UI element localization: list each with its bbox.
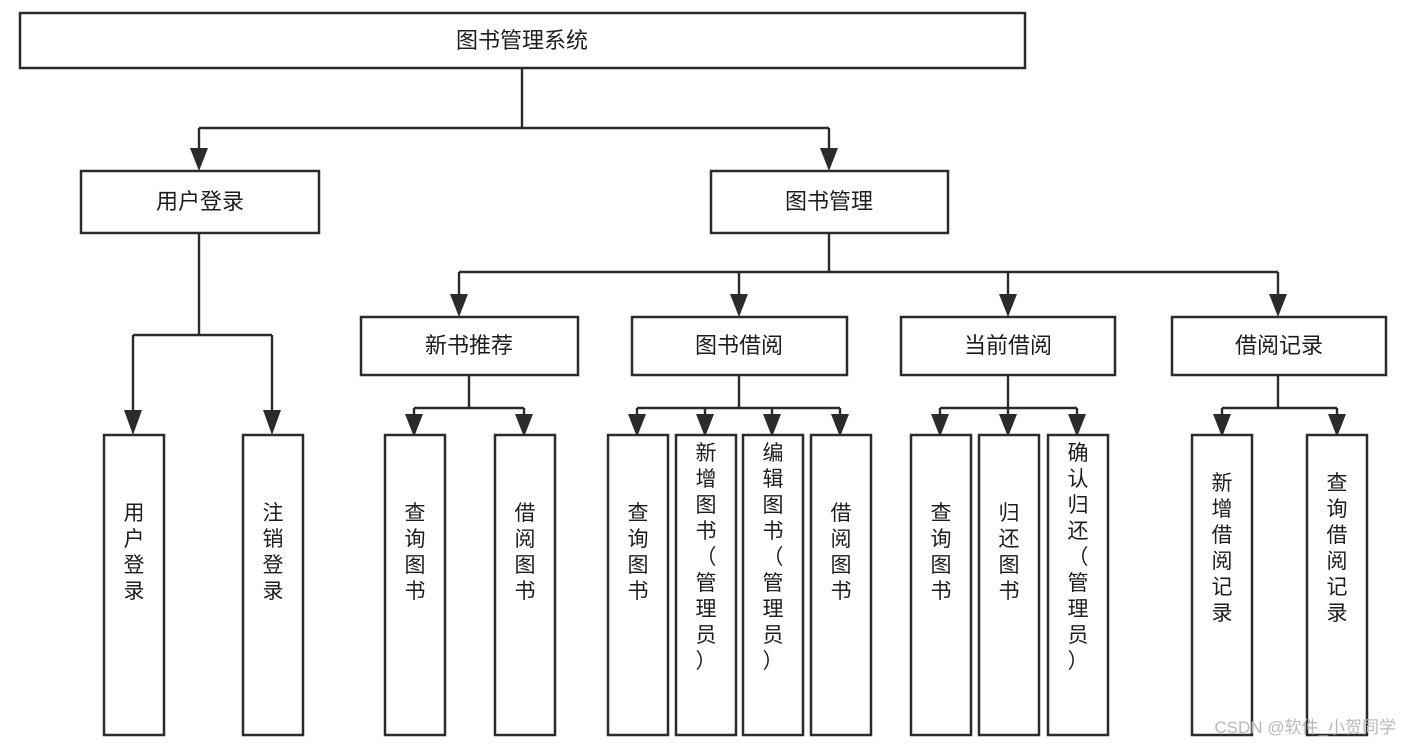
arrow-icon-br-c4 [831, 414, 849, 437]
node-records-label: 借阅记录 [1235, 333, 1323, 358]
node-leaf-return-book[interactable]: 归还图书 [977, 433, 1041, 737]
node-current-box[interactable] [899, 315, 1117, 377]
arrow-icon-rc-c2 [1328, 414, 1346, 437]
node-records[interactable]: 借阅记录 [1170, 315, 1388, 377]
node-newbook-box[interactable] [359, 315, 580, 377]
node-leaf-user-logout-label: 注销登录 [263, 502, 284, 603]
node-leaf-add-record-box[interactable] [1190, 433, 1254, 737]
arrow-icon-cu-c1 [931, 414, 949, 437]
node-leaf-borrow-book-2-box[interactable] [809, 433, 873, 737]
node-leaf-confirm-return[interactable]: 确认归还（管理员） [1046, 433, 1110, 737]
node-leaf-return-book-box[interactable] [977, 433, 1041, 737]
node-leaf-user-login-label: 用户登录 [124, 502, 145, 603]
node-leaf-query-book-3-box[interactable] [909, 433, 973, 737]
node-leaf-user-login-box[interactable] [102, 433, 166, 737]
arrow-icon-bm-c2 [730, 294, 748, 317]
node-current-label: 当前借阅 [964, 333, 1052, 358]
node-leaf-query-book-2-label: 查询图书 [628, 502, 649, 603]
arrow-icon-cu-c3 [1068, 414, 1086, 437]
node-leaf-borrow-book-1[interactable]: 借阅图书 [493, 433, 557, 737]
node-leaf-return-book-label: 归还图书 [999, 502, 1020, 603]
node-current[interactable]: 当前借阅 [899, 315, 1117, 377]
node-leaf-edit-book[interactable]: 编辑图书（管理员） [741, 433, 805, 737]
node-leaf-borrow-book-2[interactable]: 借阅图书 [809, 433, 873, 737]
node-leaf-query-book-2-box[interactable] [606, 433, 670, 737]
node-leaf-add-book-box[interactable] [674, 433, 738, 737]
node-leaf-confirm-return-label: 确认归还（管理员） [1068, 442, 1089, 673]
node-leaf-query-book-1[interactable]: 查询图书 [383, 433, 447, 737]
arrow-icon-br-c2 [696, 414, 714, 437]
arrow-icon-br-c3 [763, 414, 781, 437]
node-bookmgmt[interactable]: 图书管理 [709, 169, 950, 235]
node-leaf-borrow-book-1-box[interactable] [493, 433, 557, 737]
arrow-icon-login-c2 [263, 410, 281, 435]
node-leaf-user-logout-box[interactable] [241, 433, 305, 737]
node-leaf-add-record-label: 新增借阅记录 [1212, 472, 1233, 625]
node-bookmgmt-label: 图书管理 [785, 189, 873, 214]
arrow-icon-bm-c1 [450, 294, 468, 317]
arrow-icon-bm-c3 [999, 294, 1017, 317]
node-leaf-borrow-book-1-label: 借阅图书 [515, 502, 536, 603]
arrow-icon-root-bookmgmt [820, 148, 838, 171]
arrow-icon-nb-c2 [515, 414, 533, 437]
arrow-icon-nb-c1 [405, 414, 423, 437]
node-leaf-query-book-3[interactable]: 查询图书 [909, 433, 973, 737]
node-newbook-label: 新书推荐 [425, 333, 513, 358]
node-leaf-edit-book-box[interactable] [741, 433, 805, 737]
node-root-label: 图书管理系统 [456, 28, 588, 53]
node-borrow-label: 图书借阅 [695, 333, 783, 358]
node-leaf-user-logout[interactable]: 注销登录 [241, 433, 305, 737]
node-login[interactable]: 用户登录 [79, 169, 321, 235]
node-leaf-add-record[interactable]: 新增借阅记录 [1190, 433, 1254, 737]
node-leaf-query-record[interactable]: 查询借阅记录 [1305, 433, 1369, 737]
node-leaf-query-book-1-label: 查询图书 [405, 502, 426, 603]
node-leaf-query-record-label: 查询借阅记录 [1327, 472, 1348, 625]
arrow-icon-br-c1 [628, 414, 646, 437]
watermark-label: CSDN @软件_小贺同学 [1214, 718, 1396, 737]
node-leaf-add-book-label: 新增图书（管理员） [696, 442, 717, 673]
node-borrow[interactable]: 图书借阅 [630, 315, 849, 377]
node-leaf-confirm-return-box[interactable] [1046, 433, 1110, 737]
node-leaf-query-book-2[interactable]: 查询图书 [606, 433, 670, 737]
node-root[interactable]: 图书管理系统 [18, 11, 1027, 70]
node-bookmgmt-box[interactable] [709, 169, 950, 235]
node-borrow-box[interactable] [630, 315, 849, 377]
node-leaf-query-book-1-box[interactable] [383, 433, 447, 737]
node-leaf-user-login[interactable]: 用户登录 [102, 433, 166, 737]
node-records-box[interactable] [1170, 315, 1388, 377]
node-leaf-query-record-box[interactable] [1305, 433, 1369, 737]
arrow-heads [124, 148, 1346, 437]
arrow-icon-cu-c2 [999, 414, 1017, 437]
node-leaf-query-book-3-label: 查询图书 [931, 502, 952, 603]
arrow-icon-rc-c1 [1213, 414, 1231, 437]
node-login-box[interactable] [79, 169, 321, 235]
node-leaf-add-book[interactable]: 新增图书（管理员） [674, 433, 738, 737]
arrow-icon-root-login [190, 148, 208, 171]
node-leaf-borrow-book-2-label: 借阅图书 [831, 502, 852, 603]
node-newbook[interactable]: 新书推荐 [359, 315, 580, 377]
node-login-label: 用户登录 [156, 189, 244, 214]
node-root-box[interactable] [18, 11, 1027, 70]
arrow-icon-login-c1 [124, 410, 142, 435]
node-leaf-edit-book-label: 编辑图书（管理员） [763, 442, 784, 673]
arrow-icon-bm-c4 [1269, 294, 1287, 317]
